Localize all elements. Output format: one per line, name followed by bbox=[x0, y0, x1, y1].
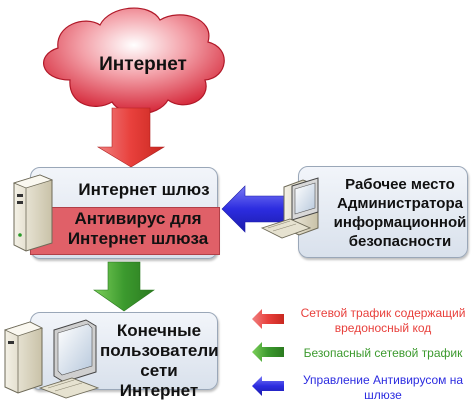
malicious-traffic-arrow-icon bbox=[96, 107, 166, 168]
gateway-title: Интернет шлюз bbox=[78, 180, 210, 199]
users-line-3: сети Интернет bbox=[119, 361, 199, 400]
antivirus-band bbox=[30, 207, 220, 255]
legend-malicious-text: Сетевой трафик содержащий вредоносный ко… bbox=[294, 306, 472, 336]
antivirus-line-1: Антивирус для bbox=[74, 209, 202, 228]
admin-line-4: безопасности bbox=[348, 233, 452, 250]
legend-red-arrow-icon bbox=[252, 309, 284, 329]
internet-gateway-box bbox=[30, 167, 220, 259]
admin-workstation-box bbox=[298, 166, 468, 258]
legend-safe-text: Безопасный сетевой трафик bbox=[294, 346, 472, 361]
users-line-2: пользователи bbox=[100, 341, 219, 360]
user-computer-icon bbox=[3, 319, 100, 399]
admin-line-3: информационной bbox=[333, 214, 467, 231]
admin-line-1: Рабочее место bbox=[345, 176, 455, 193]
legend-control-line-2: шлюзе bbox=[364, 388, 402, 402]
legend-control-line-1: Управление Антивирусом на bbox=[302, 373, 464, 387]
server-icon bbox=[12, 174, 54, 252]
antivirus-line-2: Интернет шлюза bbox=[67, 229, 209, 248]
users-line-1: Конечные bbox=[116, 321, 202, 340]
legend-malicious-line-1: Сетевой трафик содержащий bbox=[300, 306, 466, 320]
legend-green-arrow-icon bbox=[252, 342, 284, 362]
legend-blue-arrow-icon bbox=[252, 376, 284, 396]
admin-computer-icon bbox=[260, 177, 319, 239]
legend-control-text: Управление Антивирусом на шлюзе bbox=[294, 373, 472, 403]
internet-label: Интернет bbox=[99, 54, 187, 75]
admin-line-2: Администратора bbox=[337, 195, 463, 212]
legend-safe-line-1: Безопасный сетевой трафик bbox=[303, 346, 463, 360]
legend-malicious-line-2: вредоносный код bbox=[334, 321, 432, 335]
safe-traffic-arrow-icon bbox=[93, 261, 155, 312]
